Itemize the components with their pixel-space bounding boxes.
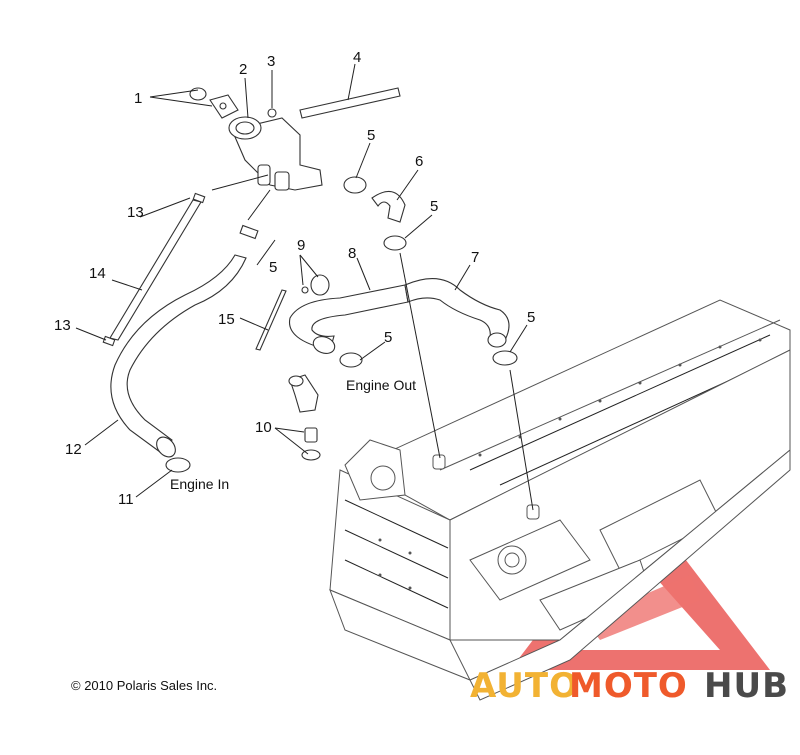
callout-6: 6 <box>415 153 423 170</box>
clamp-11 <box>165 457 191 473</box>
gasket-plate <box>209 94 239 119</box>
watermark-text: AUTO MOTO HUB <box>470 666 789 706</box>
clamp-9 <box>301 274 330 296</box>
callout-2: 2 <box>239 61 247 78</box>
callout-5-left: 5 <box>269 259 277 276</box>
hose-6 <box>371 190 406 223</box>
watermark-auto: AUTO <box>470 666 579 706</box>
callout-10: 10 <box>255 419 272 436</box>
watermark-hub: HUB <box>704 666 789 706</box>
callout-11: 11 <box>118 491 134 508</box>
engine-out-label: Engine Out <box>346 377 416 393</box>
hose-7 <box>404 278 510 348</box>
watermark-moto: MOTO <box>569 666 688 706</box>
callout-14: 14 <box>89 265 106 282</box>
callout-13-top: 13 <box>127 204 144 221</box>
hose-12 <box>110 254 247 458</box>
callout-5-mid: 5 <box>430 198 438 215</box>
callout-3: 3 <box>267 53 275 70</box>
callout-4: 4 <box>353 49 361 66</box>
callout-12: 12 <box>65 441 82 458</box>
coolant-housing <box>228 108 323 191</box>
callout-5-low: 5 <box>384 329 392 346</box>
o-ring-seal <box>189 87 207 101</box>
callout-8: 8 <box>348 245 356 262</box>
thermostat-10 <box>301 427 321 461</box>
callout-13-bottom: 13 <box>54 317 71 334</box>
engine-in-label: Engine In <box>170 476 229 492</box>
callout-1: 1 <box>134 90 142 107</box>
callout-5-right: 5 <box>527 309 535 326</box>
vent-tube <box>299 87 401 119</box>
callout-7: 7 <box>471 249 479 266</box>
leader-lines <box>75 63 534 511</box>
callout-numbers: 1 2 3 4 5 6 5 9 8 7 5 5 5 13 14 13 15 10… <box>54 49 535 508</box>
tube-14 <box>102 192 206 347</box>
chassis-tunnel <box>329 299 791 701</box>
outlet-fitting <box>288 374 319 413</box>
bleed-rod-15 <box>255 289 287 351</box>
callout-9: 9 <box>297 237 305 254</box>
callout-5-top: 5 <box>367 127 375 144</box>
clamps <box>239 176 518 368</box>
callout-15: 15 <box>218 311 235 328</box>
copyright-notice: © 2010 Polaris Sales Inc. <box>71 678 217 693</box>
